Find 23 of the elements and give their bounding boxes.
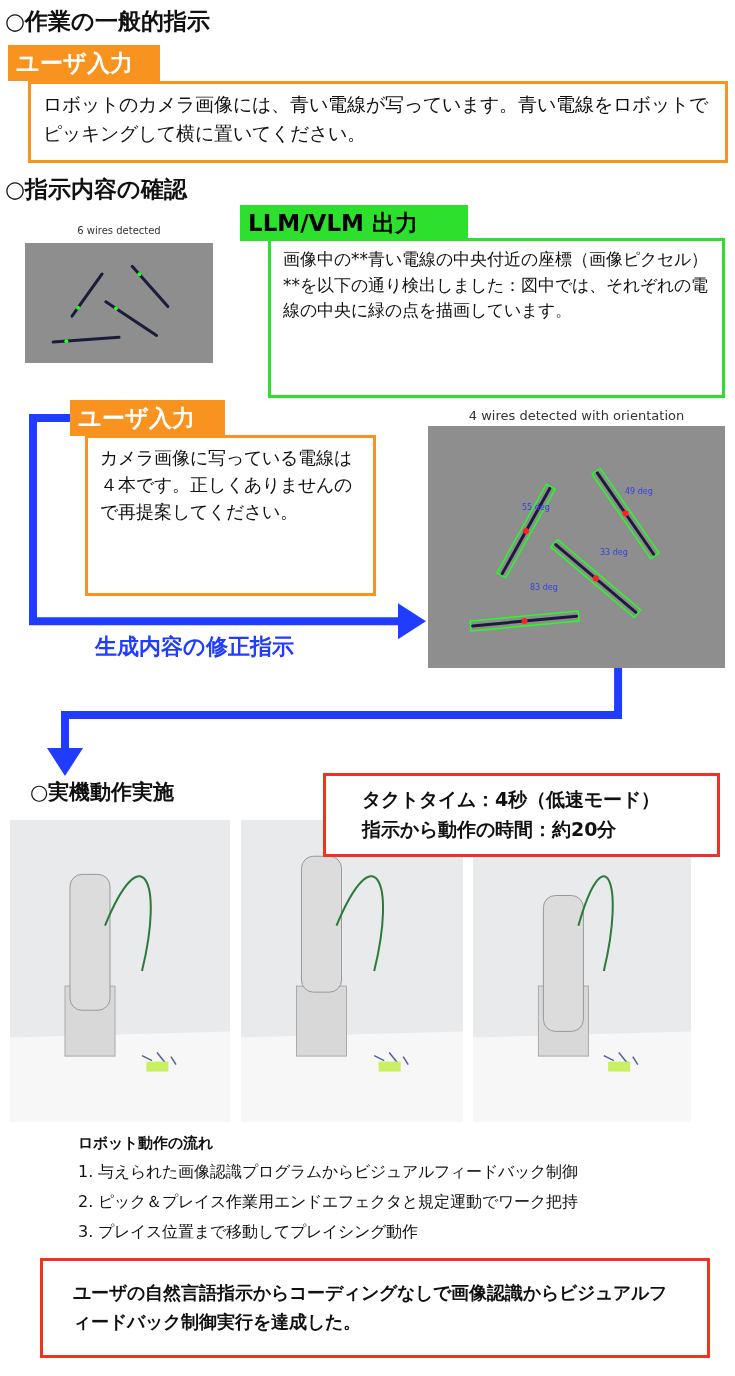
message-text: ロボットのカメラ画像には、青い電線が写っています。青い電線をロボットでピッキングして横に置いてください。 xyxy=(28,81,728,163)
speaker-tag: LLM/VLM 出力 xyxy=(240,205,468,241)
info-text: 指示から動作の時間：約20分 xyxy=(362,817,618,842)
list-item: 3. プレイス位置まで移動してプレイシング動作 xyxy=(78,1222,419,1243)
list-item: 2. ピック＆プレイス作業用エンドエフェクタと規定運動でワーク把持 xyxy=(78,1192,579,1213)
list-item: 1. 与えられた画像認識プログラムからビジュアルフィードバック制御 xyxy=(78,1162,579,1183)
conclusion-box: ユーザの自然言語指示からコーディングなしで画像認識からビジュアルフィードバック制御実行を達成した。 xyxy=(40,1258,710,1358)
info-box xyxy=(323,773,720,857)
speaker-tag: ユーザ入力 xyxy=(8,45,160,81)
section-heading: ○実機動作実施 xyxy=(30,778,175,806)
angle-label: 49 deg xyxy=(625,487,653,496)
image-caption: 6 wires detected xyxy=(76,225,162,236)
arrow xyxy=(47,668,623,776)
angle-label: 83 deg xyxy=(530,583,558,592)
section-heading: ○作業の一般的指示 xyxy=(5,7,211,36)
info-text: タクトタイム：4秒（低速モード） xyxy=(362,787,662,812)
angle-label: 33 deg xyxy=(600,548,628,557)
list-heading: ロボット動作の流れ xyxy=(78,1134,213,1153)
message-text: 画像中の**青い電線の中央付近の座標（画像ピクセル）**を以下の通り検出しました：図中では、それぞれの電線の中央に緑の点を描画しています。 xyxy=(268,238,725,398)
image-caption: 4 wires detected with orientation xyxy=(467,408,686,423)
speaker-tag: ユーザ入力 xyxy=(70,400,225,436)
section-heading: ○指示内容の確認 xyxy=(5,175,188,204)
message-text: カメラ画像に写っている電線は４本です。正しくありませんので再提案してください。 xyxy=(85,435,376,596)
